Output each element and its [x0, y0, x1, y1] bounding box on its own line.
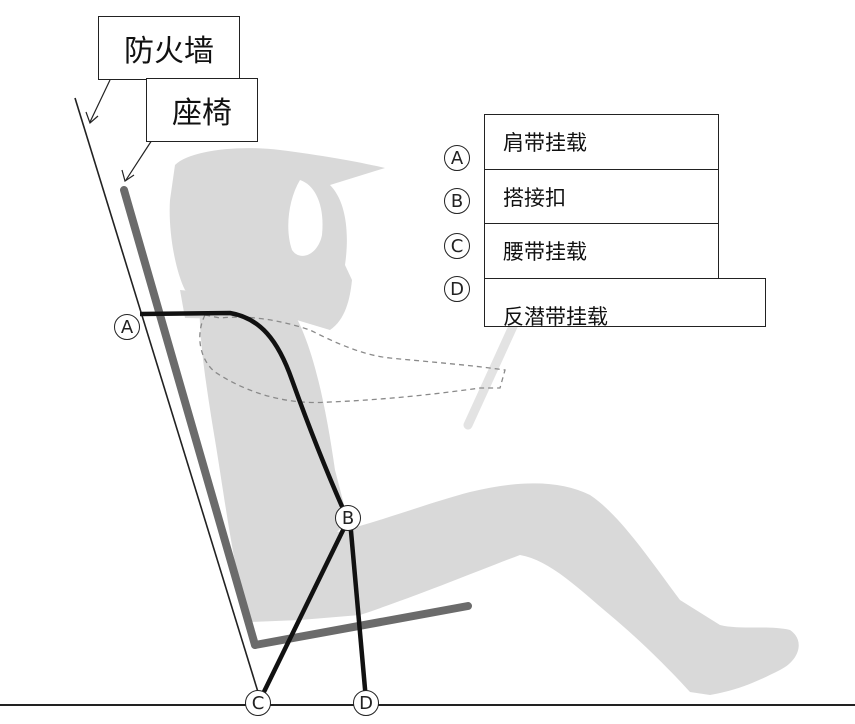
leg-shape: [300, 483, 799, 695]
legend-b-marker: B: [444, 188, 470, 214]
seat-pointer: [125, 139, 153, 181]
legend-c-marker: C: [444, 233, 470, 259]
sub-strap: [347, 519, 369, 701]
legend-d-marker: D: [444, 276, 470, 302]
legend-a-marker: A: [444, 145, 470, 171]
point-c-marker: C: [245, 690, 271, 716]
steering-wheel: [463, 317, 520, 430]
helmet-shape: [169, 148, 385, 330]
driver-figure: [169, 148, 799, 695]
seat-back: [120, 186, 259, 649]
legend-c-text: 腰带挂载: [484, 223, 719, 279]
legend-d-text: 反潜带挂载: [484, 278, 766, 327]
point-b-marker: B: [335, 505, 361, 531]
point-a-marker: A: [114, 314, 140, 340]
firewall-pointer: [89, 79, 111, 123]
firewall-line: [74, 97, 263, 706]
legend-b-text: 搭接扣: [484, 169, 719, 224]
legend-a-text: 肩带挂载: [484, 114, 719, 170]
arm-outline: [199, 314, 506, 404]
shoulder-strap: [139, 310, 351, 521]
firewall-label: 防火墙: [98, 16, 240, 80]
point-d-marker: D: [353, 690, 379, 716]
lap-strap-left: [257, 519, 351, 701]
seat-label: 座椅: [146, 78, 258, 142]
